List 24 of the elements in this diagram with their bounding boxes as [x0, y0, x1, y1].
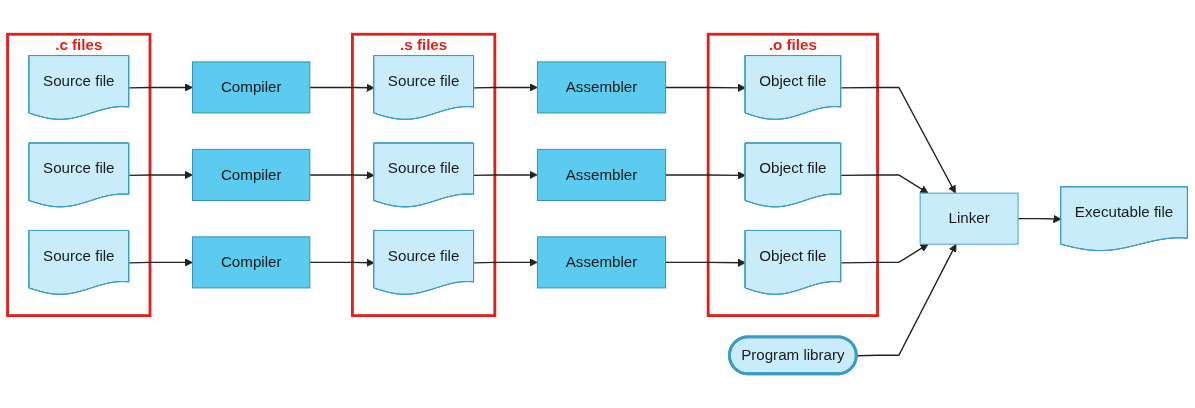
arrow [473, 83, 538, 92]
node-box: Compiler [192, 148, 311, 201]
arrow [840, 243, 929, 264]
arrow [840, 174, 929, 194]
node-box: Linker [919, 192, 1019, 245]
arrow [309, 83, 375, 92]
node-box: Assembler [536, 148, 667, 201]
arrow [664, 258, 746, 267]
arrow [473, 258, 538, 267]
node-box: Assembler [536, 236, 667, 289]
node-box: Assembler [536, 61, 667, 114]
arrow [1017, 214, 1062, 224]
arrow [128, 83, 193, 92]
node-box: Compiler [192, 236, 311, 289]
arrow [128, 170, 193, 180]
arrow [309, 258, 375, 267]
arrow [856, 243, 957, 357]
arrow [473, 170, 538, 180]
arrow [664, 171, 746, 180]
arrow [309, 171, 375, 180]
arrow [128, 258, 193, 267]
arrow [664, 83, 746, 92]
arrow [840, 86, 956, 194]
node-box: Compiler [192, 61, 311, 114]
